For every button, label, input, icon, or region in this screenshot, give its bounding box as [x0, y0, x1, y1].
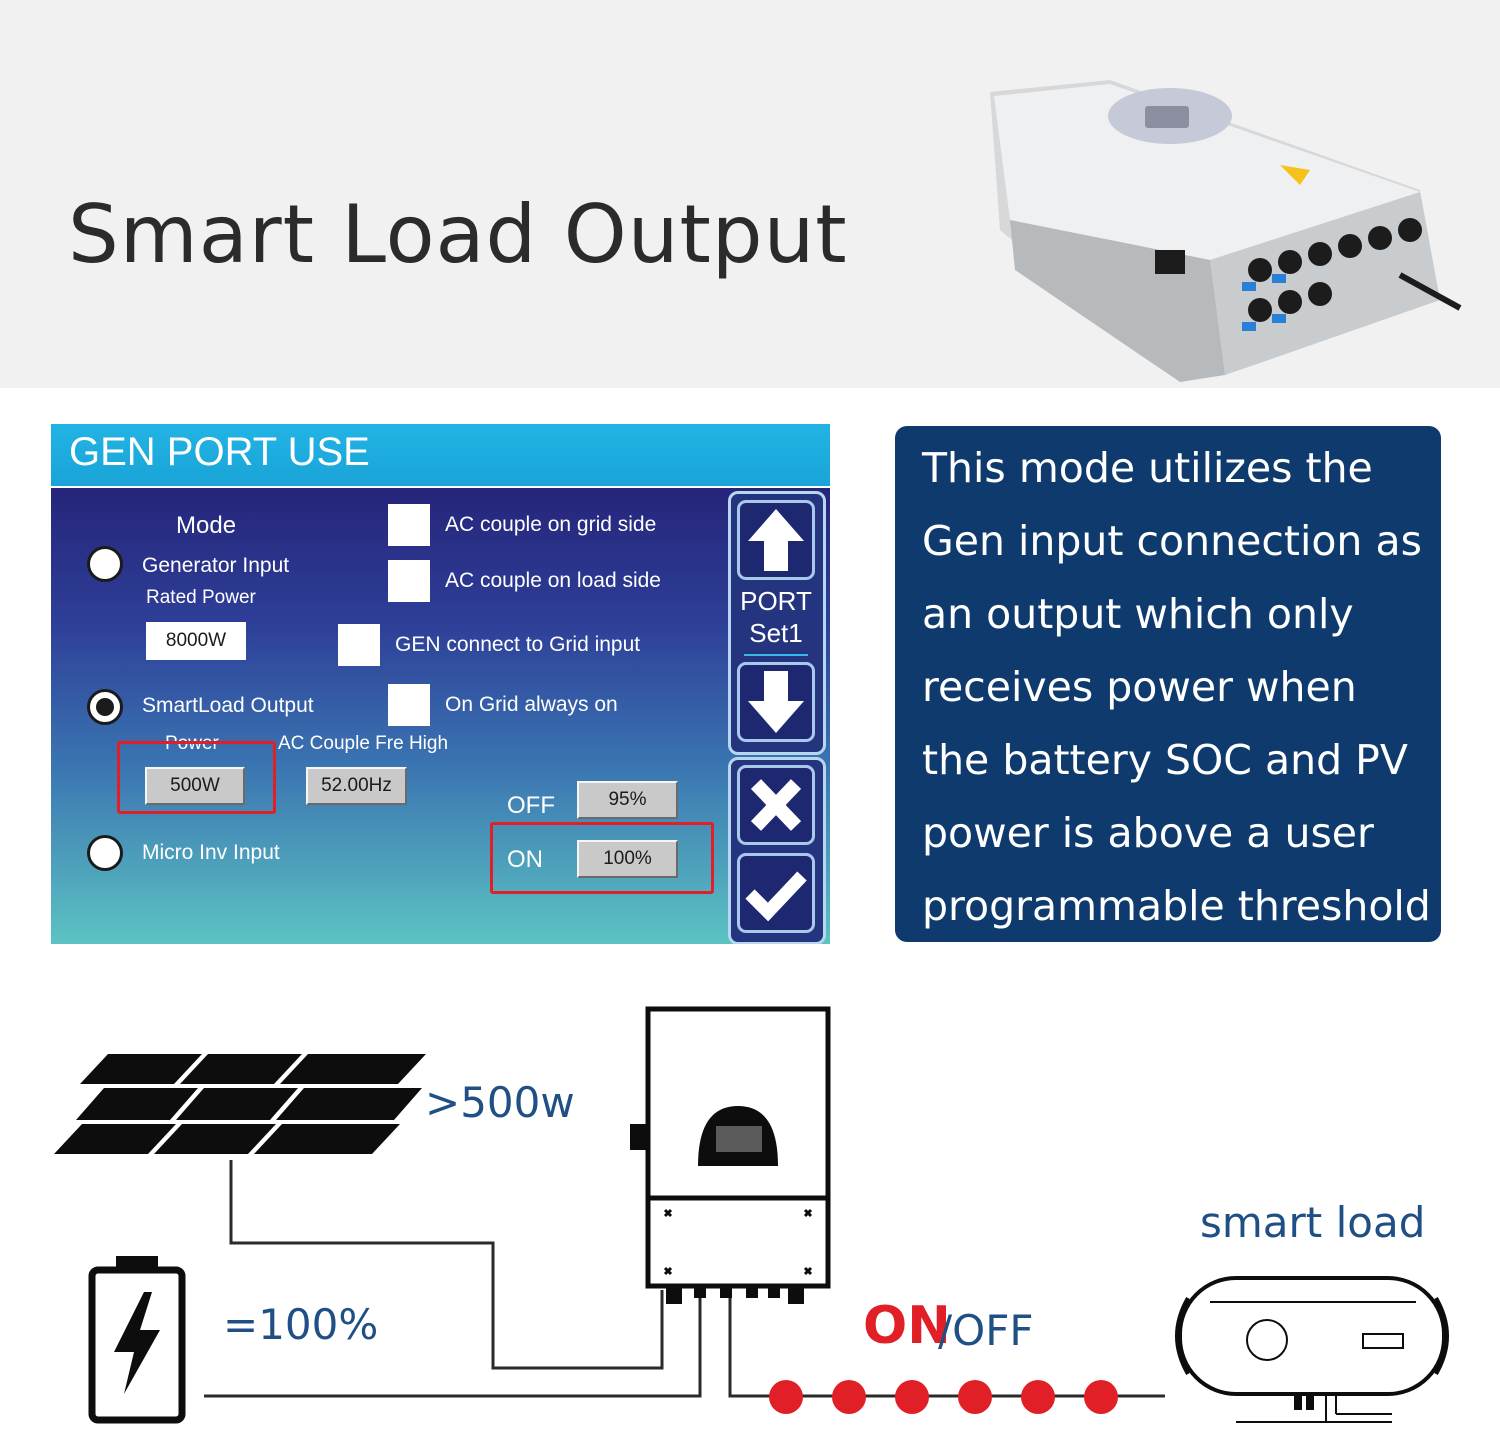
- radio-generator-input[interactable]: [87, 546, 123, 582]
- up-button[interactable]: [737, 500, 815, 580]
- power-highlight-frame: [117, 741, 276, 814]
- ac-couple-fre-high-field[interactable]: 52.00Hz: [306, 767, 407, 805]
- port-set-label: Set1: [749, 618, 803, 648]
- micro-inv-input-label: Micro Inv Input: [142, 841, 280, 864]
- ac-couple-fre-high-label: AC Couple Fre High: [278, 733, 449, 754]
- gen-port-use-panel: Mode Generator Input Rated Power 8000W S…: [51, 488, 830, 944]
- wiring-diagram: >500w =100% ON /OFF smart loa: [0, 990, 1500, 1439]
- on-highlight-frame: [490, 822, 714, 894]
- gen-connect-grid-label: GEN connect to Grid input: [395, 633, 641, 656]
- wiring-lines: [204, 1160, 1165, 1398]
- arrow-down-icon: [748, 671, 804, 733]
- panel-title: GEN PORT USE: [69, 430, 370, 474]
- mode-label: Mode: [176, 512, 237, 539]
- close-icon: [750, 779, 802, 831]
- rated-power-field[interactable]: 8000W: [146, 622, 246, 660]
- on-grid-always-on-label: On Grid always on: [445, 693, 618, 716]
- arrow-up-icon: [748, 509, 804, 571]
- page-title: Smart Load Output: [68, 188, 848, 281]
- port-nav-group: PORT Set1: [728, 491, 826, 755]
- smart-load-appliance-icon: [1175, 1276, 1449, 1423]
- checkbox-gen-connect-grid[interactable]: [338, 624, 380, 666]
- solar-panel-icon: [54, 1054, 426, 1154]
- port-label: PORT: [740, 586, 812, 616]
- generator-input-label: Generator Input: [142, 554, 290, 577]
- check-icon: [745, 871, 807, 922]
- checkbox-ac-couple-load-side[interactable]: [388, 560, 430, 602]
- description-text: This mode utilizes the Gen input connect…: [922, 444, 1431, 930]
- description-card: This mode utilizes the Gen input connect…: [895, 426, 1441, 942]
- confirm-group: [728, 757, 826, 944]
- rated-power-label: Rated Power: [146, 587, 256, 608]
- cancel-button[interactable]: [737, 765, 815, 845]
- checkbox-ac-couple-grid-side[interactable]: [388, 504, 430, 546]
- battery-soc-label: =100%: [223, 1300, 379, 1349]
- pv-power-label: >500w: [425, 1078, 575, 1127]
- gen-port-use-header: GEN PORT USE: [51, 424, 830, 486]
- active-signal-dots: [769, 1380, 1118, 1414]
- off-label: OFF: [507, 792, 555, 819]
- radio-micro-inv-input[interactable]: [87, 835, 123, 871]
- on-status-text: ON: [863, 1296, 951, 1356]
- smart-load-label: smart load: [1200, 1198, 1426, 1247]
- down-button[interactable]: [737, 662, 815, 742]
- port-divider: [744, 654, 808, 656]
- off-status-text: /OFF: [938, 1306, 1034, 1355]
- checkbox-on-grid-always-on[interactable]: [388, 684, 430, 726]
- inverter-diagram-icon: [630, 1006, 831, 1304]
- battery-icon: [88, 1256, 186, 1424]
- ac-couple-grid-side-label: AC couple on grid side: [445, 513, 657, 536]
- smartload-output-label: SmartLoad Output: [142, 694, 314, 717]
- ac-couple-load-side-label: AC couple on load side: [445, 569, 661, 592]
- confirm-button[interactable]: [737, 853, 815, 933]
- off-threshold-field[interactable]: 95%: [577, 781, 678, 819]
- radio-smartload-output[interactable]: [87, 689, 123, 725]
- on-threshold-field[interactable]: 100%: [577, 840, 678, 878]
- inverter-photo: [990, 80, 1462, 382]
- power-field[interactable]: 500W: [145, 767, 245, 805]
- on-label: ON: [507, 846, 543, 873]
